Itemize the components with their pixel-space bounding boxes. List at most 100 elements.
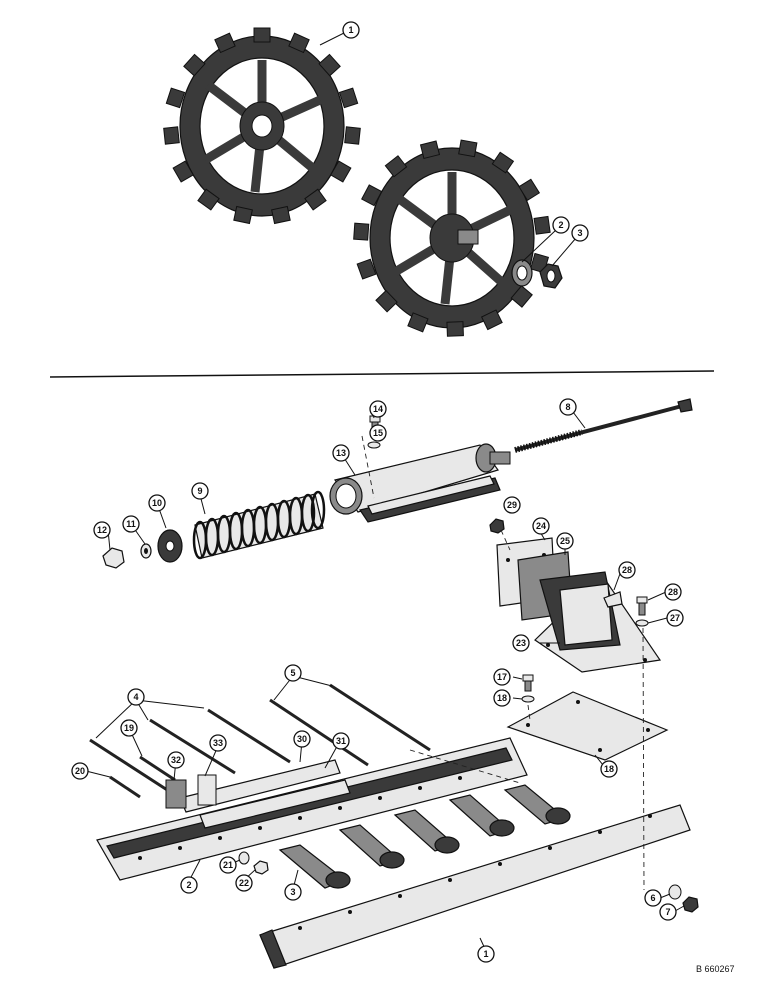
adjusting-rod <box>514 398 693 453</box>
callout-31: 31 <box>332 732 350 750</box>
washer-18 <box>521 695 535 703</box>
callout-2-rail: 2 <box>180 876 198 894</box>
washer-27 <box>635 619 649 627</box>
svg-text:22: 22 <box>239 878 249 888</box>
washer-11 <box>140 543 152 559</box>
alignment-lines <box>361 435 645 891</box>
bottom-rail <box>259 804 691 969</box>
svg-text:15: 15 <box>373 428 383 438</box>
svg-text:18: 18 <box>497 693 507 703</box>
callout-1-rail: 1 <box>477 945 495 963</box>
svg-text:25: 25 <box>560 536 570 546</box>
svg-text:7: 7 <box>665 907 670 917</box>
section-divider <box>49 370 715 378</box>
callout-4: 4 <box>127 688 145 706</box>
callout-17: 17 <box>493 668 511 686</box>
svg-text:23: 23 <box>516 638 526 648</box>
nut-22 <box>253 860 269 875</box>
callout-8: 8 <box>559 398 577 416</box>
callout-19: 19 <box>120 719 138 737</box>
sprocket-upper <box>163 27 361 225</box>
svg-text:1: 1 <box>348 25 353 35</box>
nut-12 <box>102 547 125 569</box>
bolt-4a <box>89 708 291 797</box>
svg-text:32: 32 <box>171 755 181 765</box>
svg-text:5: 5 <box>290 668 295 678</box>
nut-29 <box>489 518 505 534</box>
bolt-5a <box>269 683 431 767</box>
svg-text:2: 2 <box>558 220 563 230</box>
callout-3-spacer: 3 <box>284 883 302 901</box>
clamp-32 <box>165 779 187 809</box>
svg-text:11: 11 <box>126 519 136 529</box>
sprocket-lower <box>353 139 551 337</box>
callout-25: 25 <box>556 532 574 550</box>
callout-32: 32 <box>167 751 185 769</box>
clamp-33 <box>197 774 217 806</box>
callout-12: 12 <box>93 521 111 539</box>
washer <box>511 259 533 287</box>
plate-16 <box>506 691 669 761</box>
callout-2-washer: 2 <box>552 216 570 234</box>
callout-28-right: 28 <box>664 583 682 601</box>
svg-text:12: 12 <box>97 525 107 535</box>
svg-text:18: 18 <box>604 764 614 774</box>
callout-10: 10 <box>148 494 166 512</box>
spacers <box>278 784 571 889</box>
callout-20: 20 <box>71 762 89 780</box>
bolt-20 <box>109 775 141 799</box>
svg-text:21: 21 <box>223 860 233 870</box>
svg-text:30: 30 <box>297 734 307 744</box>
callout-14: 14 <box>369 400 387 418</box>
bolt-28a <box>603 591 623 608</box>
nut-7 <box>682 896 699 913</box>
bolt-19 <box>139 755 176 782</box>
svg-text:28: 28 <box>668 587 678 597</box>
callout-28-left: 28 <box>618 561 636 579</box>
bolt-28b <box>636 596 648 616</box>
callout-11: 11 <box>122 515 140 533</box>
svg-text:19: 19 <box>124 723 134 733</box>
callout-15: 15 <box>369 424 387 442</box>
svg-text:33: 33 <box>213 738 223 748</box>
svg-text:8: 8 <box>565 402 570 412</box>
callout-18-upper: 18 <box>493 689 511 707</box>
callout-22: 22 <box>235 874 253 892</box>
callout-29: 29 <box>503 496 521 514</box>
callout-6: 6 <box>644 889 662 907</box>
bracket-23 <box>534 571 662 673</box>
svg-text:31: 31 <box>336 736 346 746</box>
guard-bar-31 <box>199 779 351 829</box>
svg-text:27: 27 <box>670 613 680 623</box>
callout-33: 33 <box>209 734 227 752</box>
svg-text:10: 10 <box>152 498 162 508</box>
callout-30: 30 <box>293 730 311 748</box>
callout-5: 5 <box>284 664 302 682</box>
recoil-spring <box>192 490 326 560</box>
spring-plate <box>157 529 183 563</box>
svg-text:17: 17 <box>497 672 507 682</box>
svg-text:1: 1 <box>483 949 488 959</box>
bolt-17 <box>522 674 534 692</box>
svg-text:6: 6 <box>650 893 655 903</box>
svg-text:14: 14 <box>373 404 383 414</box>
callout-21: 21 <box>219 856 237 874</box>
washer-6 <box>668 884 682 900</box>
callout-7: 7 <box>659 903 677 921</box>
svg-text:4: 4 <box>133 692 138 702</box>
svg-text:3: 3 <box>577 228 582 238</box>
leader-lines <box>85 32 685 952</box>
callout-13: 13 <box>332 444 350 462</box>
svg-text:24: 24 <box>536 521 546 531</box>
callout-23: 23 <box>512 634 530 652</box>
svg-text:2: 2 <box>186 880 191 890</box>
reference-code: B 660267 <box>696 964 735 974</box>
svg-text:20: 20 <box>75 766 85 776</box>
nut <box>539 263 563 289</box>
callout-18-plate: 18 <box>600 760 618 778</box>
svg-text:29: 29 <box>507 500 517 510</box>
washer-15 <box>367 441 381 449</box>
svg-text:13: 13 <box>336 448 346 458</box>
callout-27: 27 <box>666 609 684 627</box>
